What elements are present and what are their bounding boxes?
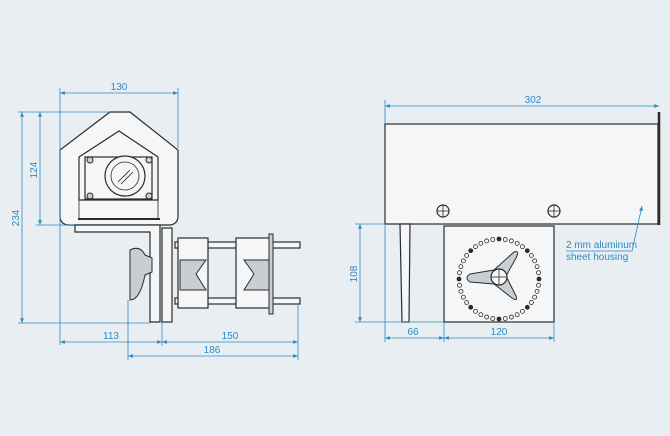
roller-dot <box>490 316 496 321</box>
roller-dot <box>484 238 490 244</box>
roller-dot <box>496 316 502 322</box>
roller-dot <box>460 294 466 300</box>
pump-housing <box>59 111 179 226</box>
roller-dot <box>464 253 470 258</box>
roller-dot <box>458 288 464 294</box>
roller-dot <box>536 282 541 288</box>
roller-dot <box>473 308 478 314</box>
roller-dot <box>458 264 464 270</box>
dim-height-lower: 108 <box>349 265 360 282</box>
roller-dot <box>508 238 514 244</box>
roller-dot <box>490 237 496 242</box>
roller-dot <box>536 270 541 276</box>
roller-dot <box>508 314 514 320</box>
roller-dot <box>534 288 540 294</box>
side-dimensions: 130 234 124 113 150 186 <box>11 82 299 360</box>
roller-dot <box>473 244 478 250</box>
annotation-line1: 2 mm aluminum <box>566 240 637 251</box>
annotation-line2: sheet housing <box>566 252 628 263</box>
dim-lower-width: 120 <box>491 327 508 338</box>
dim-clamp-length: 150 <box>222 331 239 342</box>
roller-dot <box>468 248 474 254</box>
pipe-clamp <box>174 233 301 315</box>
dim-width-top: 130 <box>111 82 128 93</box>
roller-dot <box>502 316 508 321</box>
roller-dot <box>520 244 525 250</box>
roller-dot <box>532 294 538 300</box>
roller-dot <box>460 258 466 264</box>
roller-dot <box>514 312 520 318</box>
mounting-bracket <box>74 224 173 323</box>
roller-dot <box>524 304 530 310</box>
roller-dot <box>532 258 538 264</box>
dim-offset-left: 66 <box>407 327 419 338</box>
roller-dot <box>478 240 484 246</box>
roller-dot <box>468 304 474 310</box>
roller-dot <box>528 300 534 305</box>
roller-dot <box>534 264 540 270</box>
dim-height-housing: 124 <box>29 161 40 178</box>
roller-dot <box>464 300 470 305</box>
roller-dot <box>502 237 508 242</box>
locking-knobs <box>436 204 561 218</box>
dim-depth-front: 113 <box>103 331 119 342</box>
side-view: 130 234 124 113 150 186 <box>11 82 301 360</box>
roller-dot <box>456 276 462 282</box>
roller-dot <box>478 312 484 318</box>
front-dimensions: 302 108 66 120 2 mm aluminum sheet housi… <box>349 95 659 342</box>
dim-height-total: 234 <box>11 209 22 226</box>
roller-dot <box>524 248 530 254</box>
front-view: 302 108 66 120 2 mm aluminum sheet housi… <box>349 95 661 342</box>
roller-dot <box>457 270 462 276</box>
dim-total-depth: 186 <box>204 345 221 356</box>
roller-dot <box>520 308 525 314</box>
roller-ring <box>456 236 542 322</box>
support-leg <box>399 223 411 323</box>
roller-dot <box>457 282 462 288</box>
dim-length: 302 <box>525 95 542 106</box>
roller-dot <box>528 253 534 258</box>
aluminum-housing <box>384 123 659 225</box>
roller-dot <box>484 314 490 320</box>
roller-dot <box>514 240 520 246</box>
roller-dot <box>536 276 542 282</box>
roller-dot <box>496 236 502 242</box>
